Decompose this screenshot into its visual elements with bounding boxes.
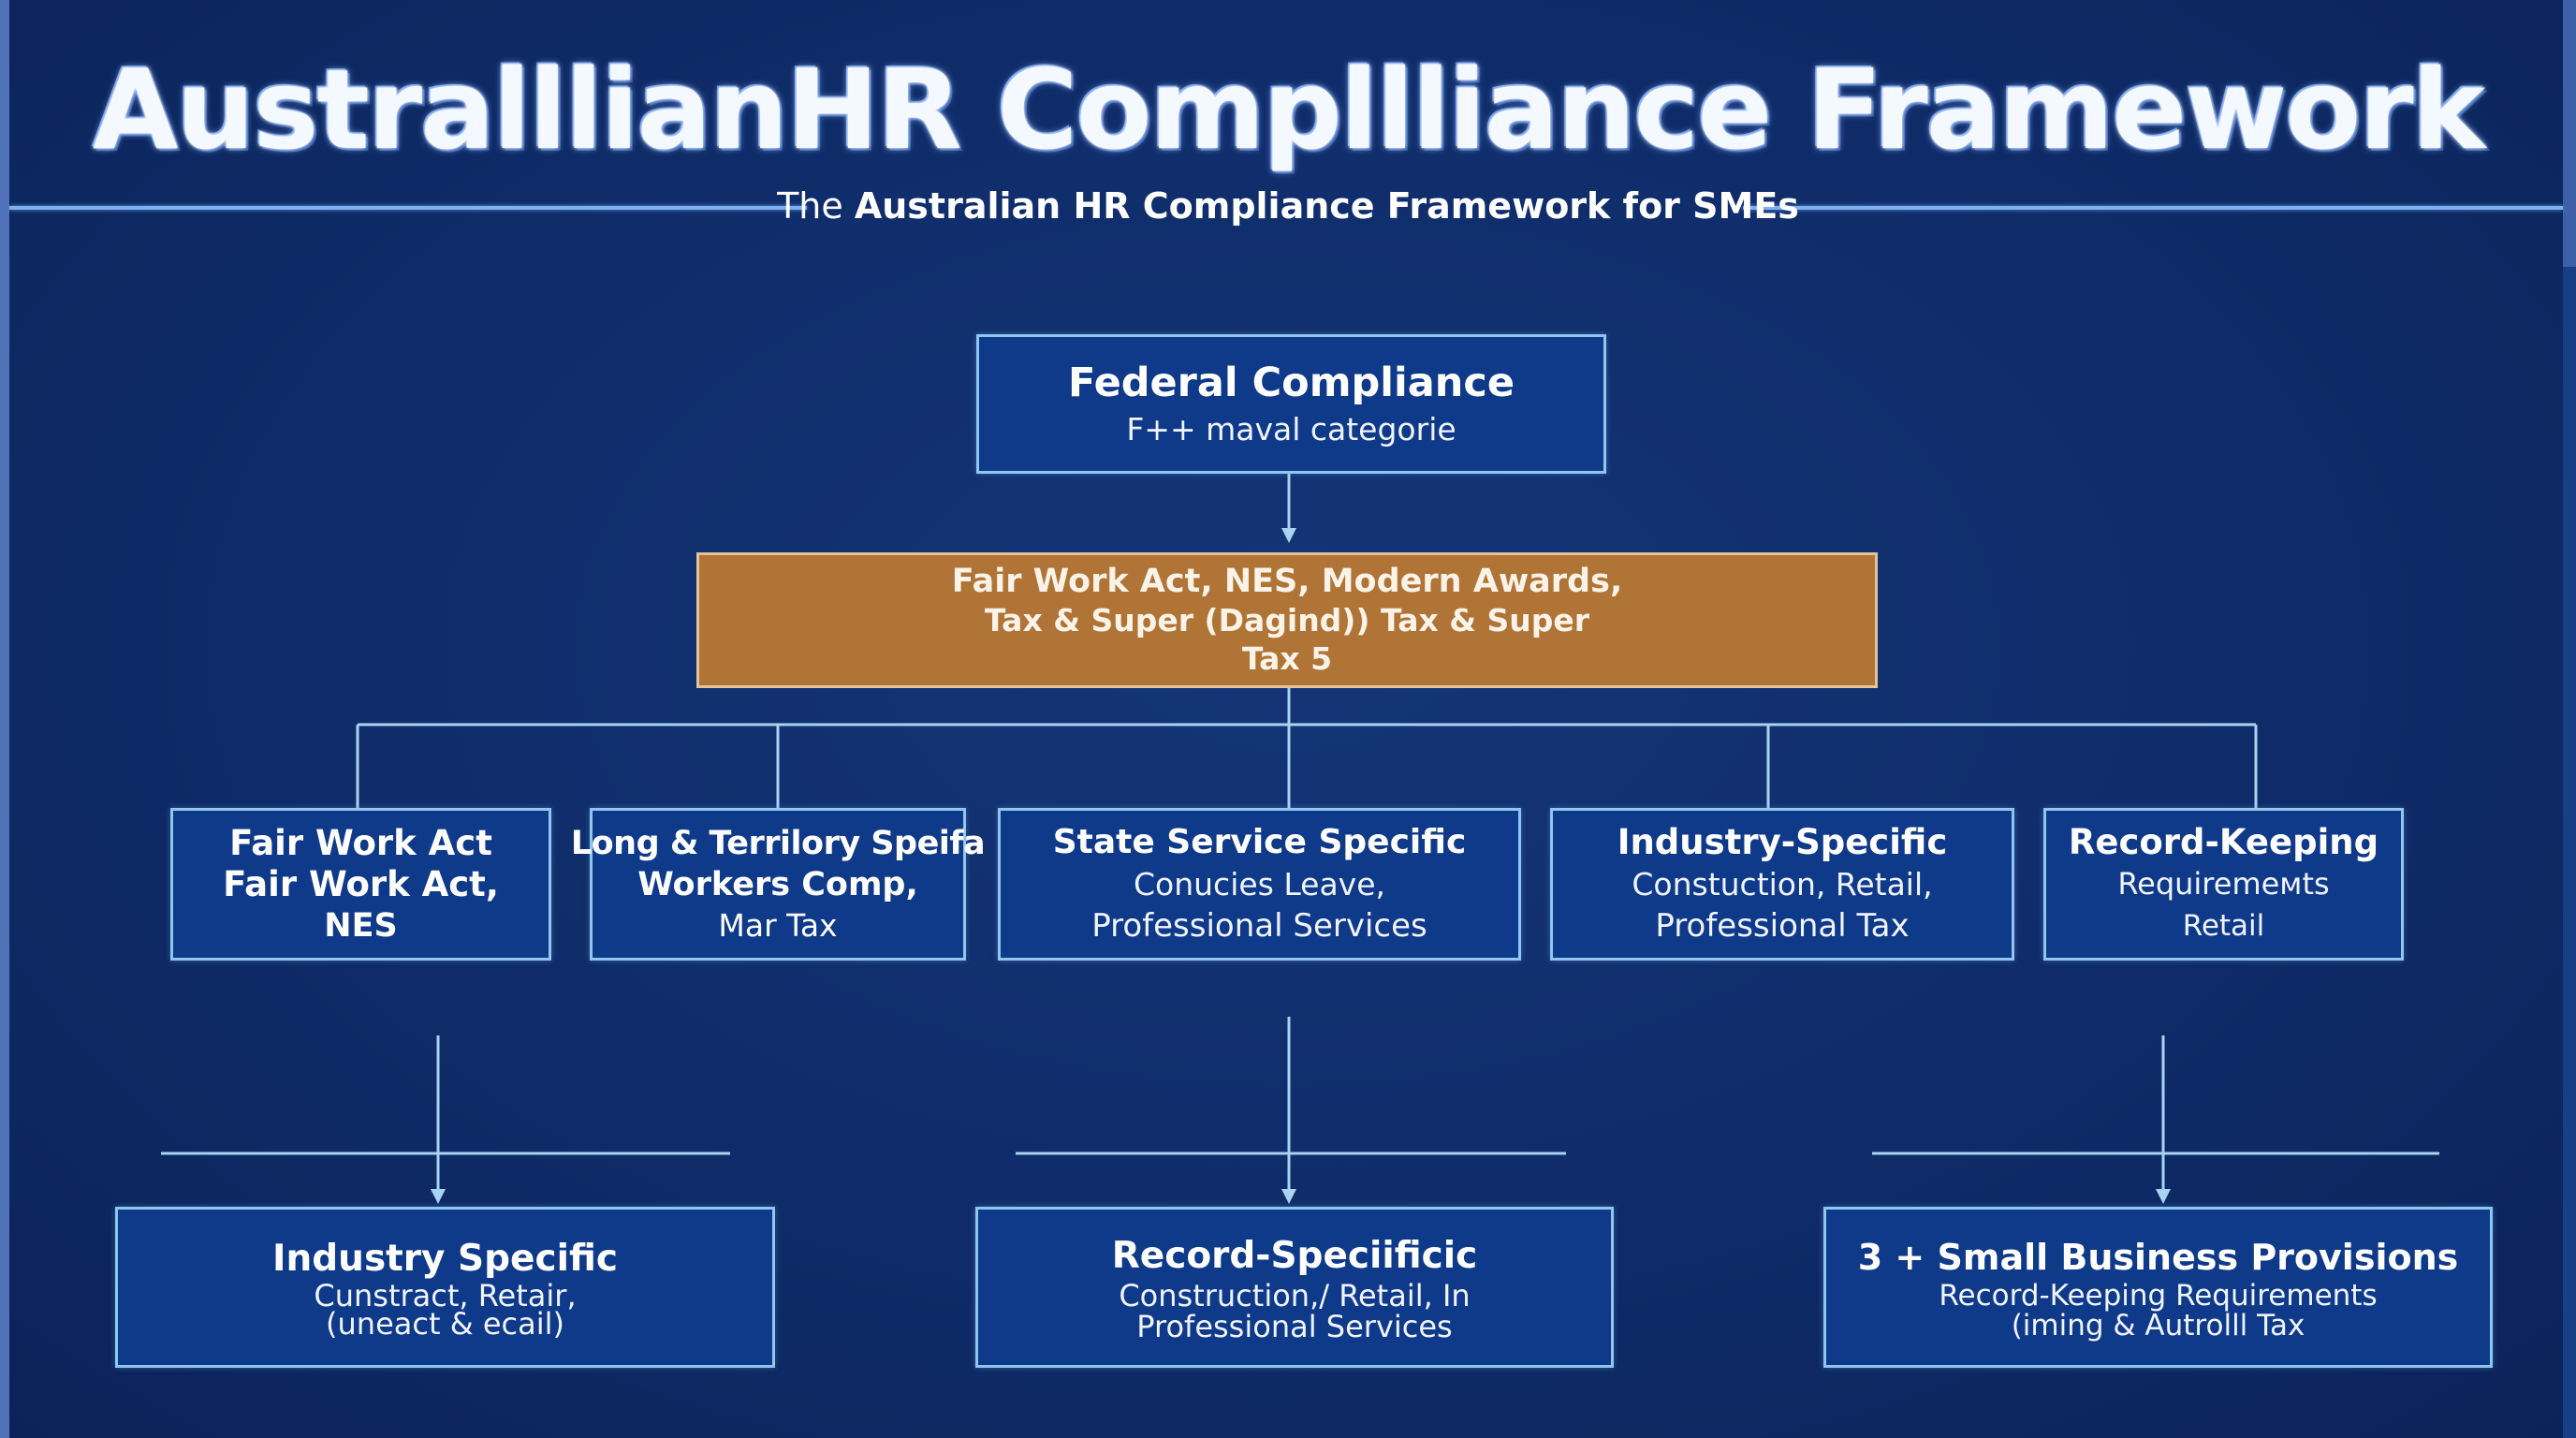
subtitle-rule-right xyxy=(1743,206,2563,210)
record-keeping-line-2: Requiremeмts xyxy=(2117,866,2330,902)
subtitle-lead: The xyxy=(777,185,855,227)
territory-specific-box[interactable]: Long & Terrilory Speifa Workers Comp, Ma… xyxy=(571,808,986,961)
small-business-provisions-line-2: (iming & Autrolll Tax xyxy=(2011,1309,2305,1343)
page-subtitle: The Australian HR Compliance Framework f… xyxy=(0,185,2576,227)
subtitle-rule-left xyxy=(9,206,807,210)
territory-specific-line-1: Long & Terrilory Speifa xyxy=(570,824,986,862)
lower-right-arrow xyxy=(2156,1189,2171,1204)
small-business-provisions-box[interactable]: 3 + Small Business Provisions Record-Kee… xyxy=(1823,1207,2493,1368)
record-specific-line-2: Professional Services xyxy=(1136,1309,1453,1344)
industry-specific-detail-line-1: Cunstract, Retair, xyxy=(314,1278,577,1313)
industry-specific-title: Industry-Specific xyxy=(1617,822,1948,862)
core-line-2: Tax & Super (Dagind)) Tax & Super xyxy=(984,602,1590,638)
fair-work-act-line-3: NES xyxy=(324,906,398,945)
state-service-specific-line-2: Conucies Leave, xyxy=(1133,866,1385,902)
record-specific-box[interactable]: Record-Speciificic Construction,/ Retail… xyxy=(975,1207,1614,1368)
scrollbar[interactable] xyxy=(2563,0,2576,1438)
territory-specific-line-2: Workers Comp, xyxy=(637,865,918,903)
industry-specific-line-2: Constuction, Retail, xyxy=(1632,866,1933,902)
state-service-specific-line-3: Professional Services xyxy=(1091,907,1427,945)
record-specific-title: Record-Speciificic xyxy=(1111,1235,1478,1277)
federal-compliance-title: Federal Compliance xyxy=(1067,359,1515,406)
federal-to-core-arrow xyxy=(1281,528,1296,543)
industry-specific-line-3: Professional Tax xyxy=(1655,907,1910,945)
federal-compliance-box[interactable]: Federal Compliance F++ maval categorie xyxy=(976,334,1606,474)
core-line-1: Fair Work Act, NES, Modern Awards, xyxy=(951,563,1623,600)
core-legislation-box[interactable]: Fair Work Act, NES, Modern Awards, Tax &… xyxy=(696,552,1878,688)
industry-specific-box[interactable]: Industry-Specific Constuction, Retail, P… xyxy=(1550,808,2014,961)
industry-specific-detail-box[interactable]: Industry Specific Cunstract, Retair, (un… xyxy=(115,1207,775,1368)
fair-work-act-line-1: Fair Work Act xyxy=(229,822,492,863)
subtitle-main: Australian HR Compliance Framework for S… xyxy=(854,185,1799,227)
lower-left-arrow xyxy=(431,1189,446,1204)
page-title: AustralllianHR Compllliance Framework xyxy=(92,45,2485,174)
state-service-specific-box[interactable]: State Service Specific Conucies Leave, P… xyxy=(998,808,1521,961)
territory-specific-line-3: Mar Tax xyxy=(718,906,838,944)
small-business-provisions-line-1: Record-Keeping Requirements xyxy=(1939,1279,2378,1313)
industry-specific-detail-title: Industry Specific xyxy=(271,1238,618,1280)
scrollbar-thumb[interactable] xyxy=(2563,0,2576,267)
lower-center-arrow xyxy=(1281,1189,1296,1204)
record-keeping-line-3: Retail xyxy=(2182,909,2265,943)
state-service-specific-title: State Service Specific xyxy=(1052,823,1467,861)
record-specific-line-1: Construction,/ Retail, In xyxy=(1119,1278,1471,1313)
record-keeping-box[interactable]: Record-Keeping Requiremeмts Retail xyxy=(2043,808,2404,961)
federal-compliance-subtitle: F++ maval categorie xyxy=(1126,410,1456,448)
fair-work-act-box[interactable]: Fair Work Act Fair Work Act, NES xyxy=(170,808,551,961)
core-line-3: Tax 5 xyxy=(1241,640,1333,677)
industry-specific-detail-line-2: (uneact & ecail) xyxy=(326,1306,564,1342)
record-keeping-title: Record-Keeping xyxy=(2068,822,2379,862)
small-business-provisions-title: 3 + Small Business Provisions xyxy=(1857,1237,2459,1278)
left-edge-strip xyxy=(0,0,9,1438)
fair-work-act-line-2: Fair Work Act, xyxy=(223,863,499,904)
